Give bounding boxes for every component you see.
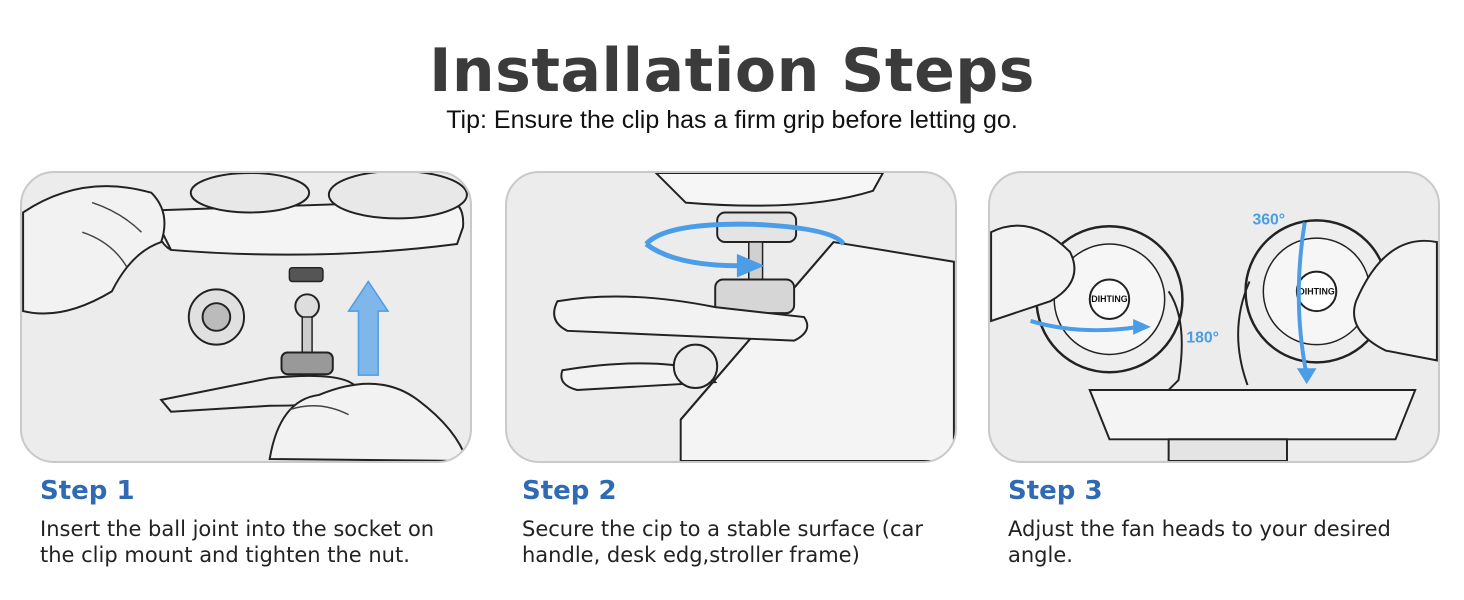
tip-text: Tip: Ensure the clip has a firm grip bef… bbox=[446, 106, 1018, 134]
step-2-description: Secure the cip to a stable surface (car … bbox=[522, 517, 924, 567]
fan-left-brand: DIHTING bbox=[1091, 294, 1128, 304]
step-3-drawing: DIHTING DIHTING 360° 180° bbox=[990, 211, 1438, 461]
label-180: 180° bbox=[1186, 330, 1219, 347]
step-3-illustration: DIHTING DIHTING 360° 180° bbox=[988, 171, 1440, 463]
step-1-drawing bbox=[22, 173, 468, 461]
label-360: 360° bbox=[1252, 211, 1285, 228]
step-3-title: Step 3 bbox=[1008, 476, 1103, 506]
step-2-drawing bbox=[553, 173, 955, 461]
page-title: Installation Steps bbox=[429, 36, 1035, 106]
step-2-title: Step 2 bbox=[522, 476, 617, 506]
step-1-title: Step 1 bbox=[40, 476, 135, 506]
step-1-description: Insert the ball joint into the socket on… bbox=[40, 517, 435, 567]
step-2-illustration bbox=[505, 171, 957, 463]
step-3-description: Adjust the fan heads to your desired ang… bbox=[1008, 517, 1391, 567]
step-1-illustration bbox=[20, 171, 472, 463]
fan-right-brand: DIHTING bbox=[1298, 286, 1335, 296]
